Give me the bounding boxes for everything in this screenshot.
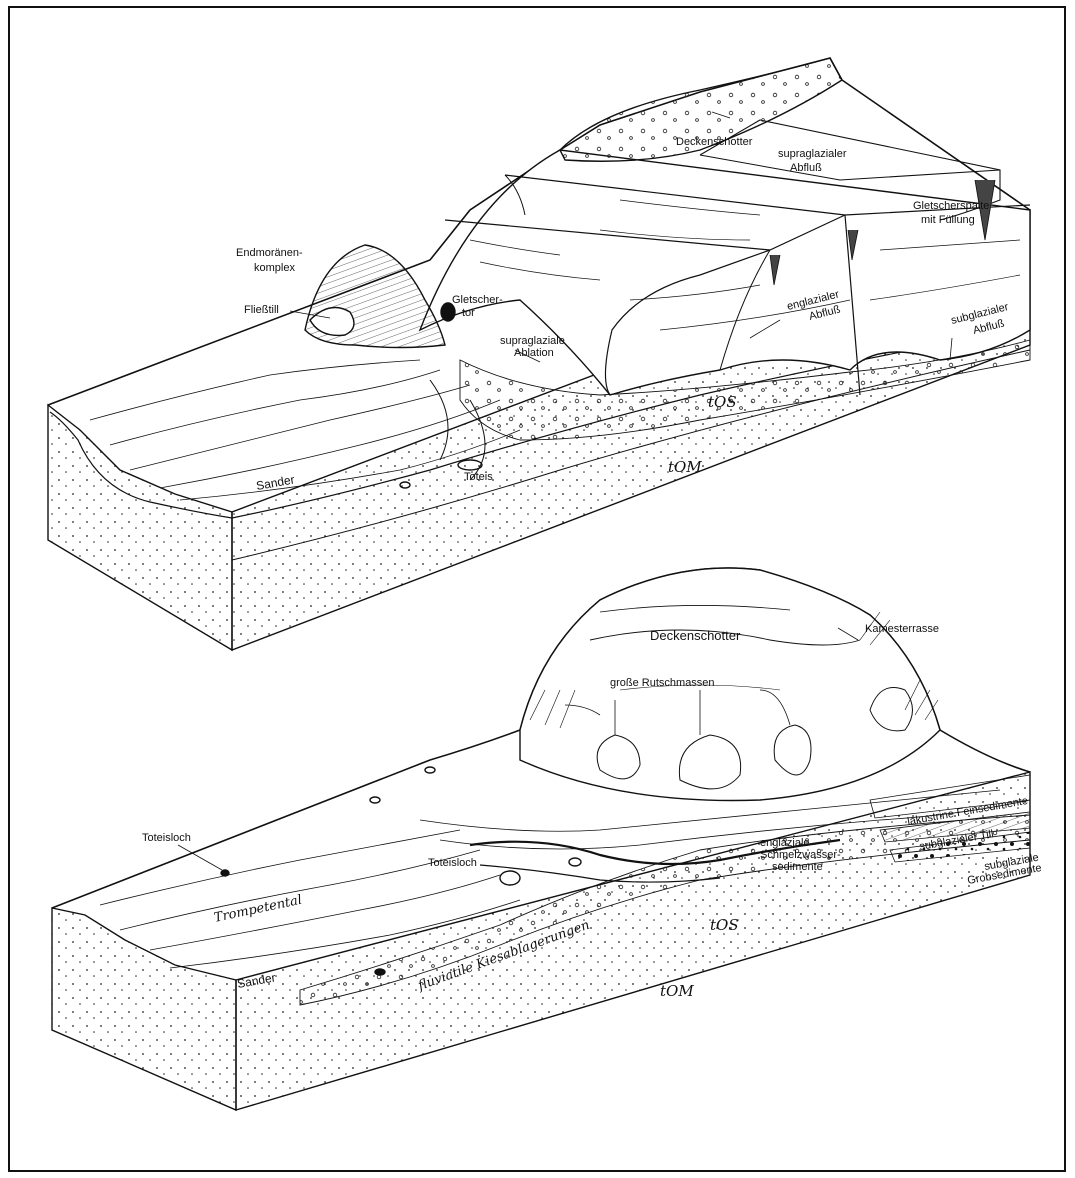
label-toteisloch-mid: Toteisloch xyxy=(428,857,477,869)
label-fliesstill: Fließtill xyxy=(244,304,279,316)
label-supraglaziale-ablation-2: Ablation xyxy=(514,347,554,359)
label-toteisloch-left: Toteisloch xyxy=(142,832,191,844)
label-englaziale-3: sedimente xyxy=(772,861,823,873)
label-gletschertor-2: tor xyxy=(462,307,475,319)
label-tom-top: tOM xyxy=(668,458,702,476)
label-tos-top: tOS xyxy=(708,393,737,411)
label-trompetental: Trompetental xyxy=(213,893,304,926)
label-endmoraenen-1: Endmoränen- xyxy=(236,247,303,259)
label-tom-bottom: tOM xyxy=(660,982,694,1000)
bottom-front-face xyxy=(52,908,236,1110)
label-englaziale-2: Schmelzwasser- xyxy=(760,849,841,861)
label-kamesterrasse: Kamesterrasse xyxy=(865,623,939,635)
label-gletscherspalte-2: mit Füllung xyxy=(921,214,975,226)
label-supraglaziale-ablation-1: supraglaziale xyxy=(500,335,565,347)
label-englaziale-1: englaziale xyxy=(760,837,810,849)
label-supraglazialer-2: Abfluß xyxy=(790,162,822,174)
label-gletscherspalte-1: Gletscherspalte xyxy=(913,200,989,212)
label-rutschmassen: große Rutschmassen xyxy=(610,677,715,689)
top-front-face xyxy=(48,405,232,650)
label-gletschertor-1: Gletscher- xyxy=(452,294,503,306)
label-endmoraenen-2: komplex xyxy=(254,262,295,274)
label-deckenschotter-top: Deckenschotter xyxy=(676,136,753,148)
glacier-tongue xyxy=(420,150,1030,395)
label-deckenschotter-bottom: Deckenschotter xyxy=(650,628,741,643)
label-tos-bottom: tOS xyxy=(710,916,739,934)
bottom-block xyxy=(52,568,1030,1110)
label-supraglazialer-1: supraglazialer xyxy=(778,148,847,160)
label-toteis: Toteis xyxy=(464,471,493,483)
